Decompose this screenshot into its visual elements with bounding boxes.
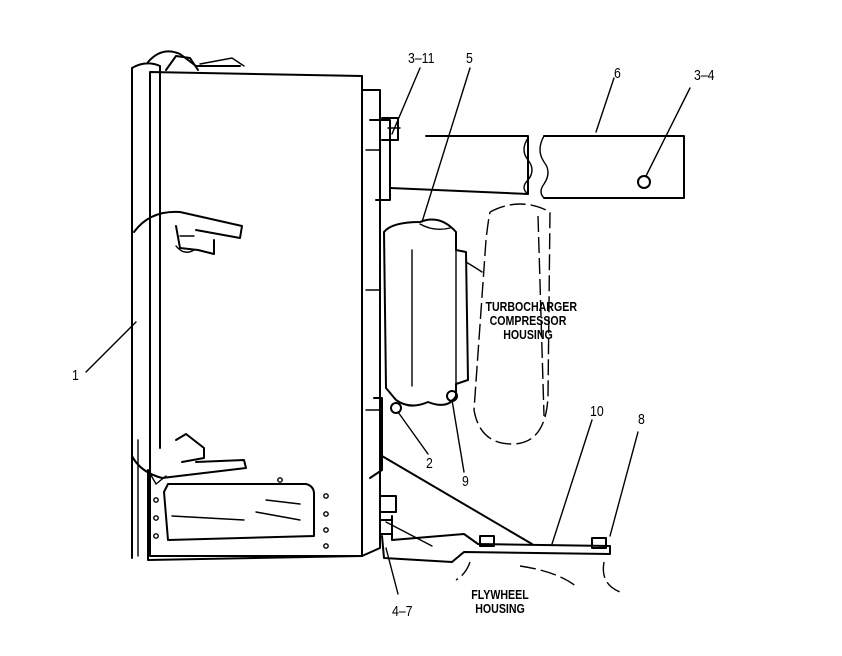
- turbocharger-label-line-1: TURBOCHARGER: [485, 300, 577, 314]
- flywheel-label-line-1: FLYWHEEL: [471, 588, 529, 602]
- flywheel-label-line-2: HOUSING: [475, 602, 525, 616]
- turbocharger-housing-label: TURBOCHARGER COMPRESSOR HOUSING: [485, 300, 577, 342]
- mounting-flange: [361, 89, 397, 557]
- clamp-2: [390, 402, 402, 414]
- air-cleaner-body: [131, 50, 363, 561]
- callout-4-7: 4–7: [392, 603, 413, 620]
- callout-9: 9: [462, 473, 469, 490]
- callout-2: 2: [426, 455, 433, 472]
- turbocharger-label-line-2: COMPRESSOR: [489, 314, 567, 328]
- support-bar: [389, 135, 685, 199]
- flywheel-housing-label: FLYWHEEL HOUSING: [466, 588, 534, 616]
- callout-1: 1: [72, 367, 79, 384]
- leader-lines: [85, 67, 691, 595]
- turbocharger-housing-outline: [473, 203, 551, 445]
- callout-3-4: 3–4: [694, 67, 715, 84]
- callout-3-11: 3–11: [408, 50, 435, 67]
- callout-10: 10: [590, 403, 604, 420]
- turbocharger-label-line-3: HOUSING: [503, 328, 553, 342]
- bolt-8: [479, 535, 607, 549]
- hose: [383, 218, 483, 407]
- brace: [381, 455, 611, 563]
- flywheel-housing-outline: [455, 561, 621, 593]
- callout-6: 6: [614, 65, 621, 82]
- callout-5: 5: [466, 50, 473, 67]
- callout-8: 8: [638, 411, 645, 428]
